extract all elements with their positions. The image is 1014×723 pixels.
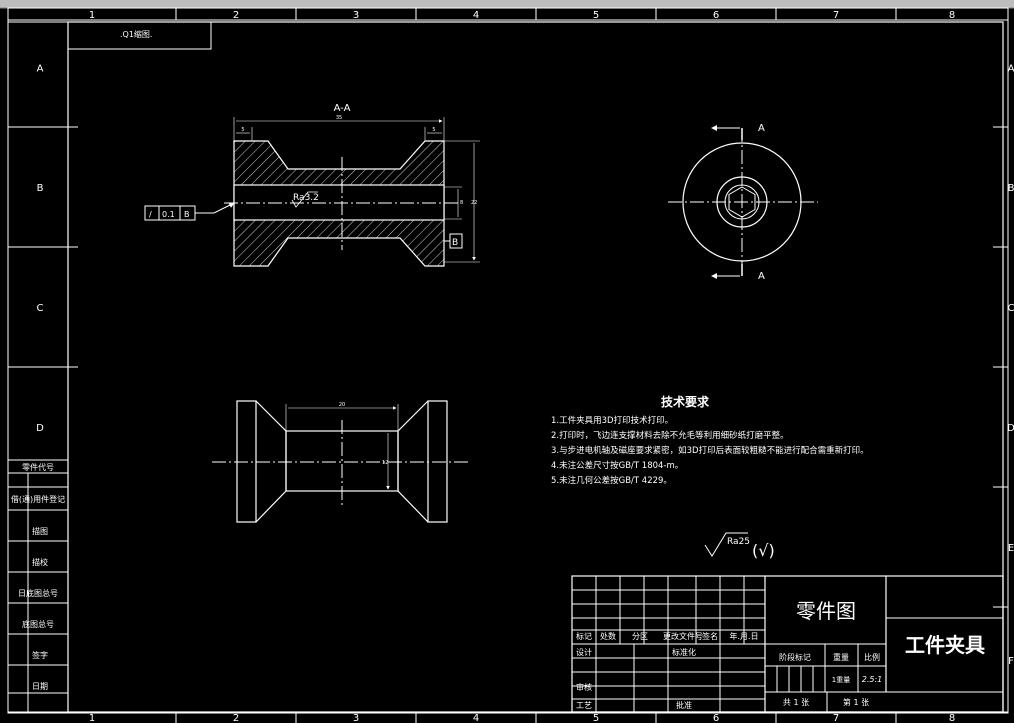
left-zone-letters: A B C D [8,64,78,434]
side-label-signature: 签字 [32,650,48,660]
right-zone-letter: C [1008,303,1014,314]
top-zone-number: 7 [833,10,839,21]
bottom-zone-number: 7 [833,713,839,723]
top-zone-number: 5 [593,10,599,21]
tolerance-symbol: / [149,210,152,219]
end-section-label-bottom: A [758,271,765,282]
tech-item-1: 1.工件夹具用3D打印技术打印。 [551,415,673,426]
datum-label: B [452,238,458,248]
tb-drawing-type: 零件图 [796,599,856,623]
tb-row-design: 设计 [576,647,592,657]
tb-weight: 重量 [833,652,849,662]
right-zone-letter: D [1007,423,1014,434]
section-view[interactable]: A-A 35 5 5 22 8 Ra3.2 B [144,103,480,267]
bottom-dim-width: 20 [339,402,345,408]
tb-weight-value: 1重量 [832,676,850,684]
tb-row-approve: 批准 [676,700,692,710]
overall-roughness-value: Ra25 [727,537,750,547]
tb-scale: 比例 [864,652,880,662]
dim-height: 22 [471,200,477,206]
tb-row-process: 工艺 [576,701,592,710]
outer-frame [7,7,1009,714]
top-zone-numbers: 1 2 3 4 5 6 7 8 [89,8,955,21]
overall-roughness: Ra25 (√) [704,532,775,560]
section-title: A-A [334,103,351,114]
tb-header-count: 处数 [600,631,616,641]
tb-header-date: 年.月.日 [729,631,758,641]
tb-row-review: 审核 [576,682,592,692]
side-label-base-total: 日底图总号 [18,588,58,598]
side-label-trace: 描图 [32,526,48,536]
top-zone-number: 3 [353,10,359,21]
left-zone-letter: B [37,183,44,194]
bottom-view[interactable]: 20 12 [212,400,470,523]
bottom-zone-numbers: 1 2 3 4 5 6 7 8 [8,711,1008,723]
side-label-part-code: 零件代号 [22,462,54,472]
right-zone-letter: A [1008,64,1014,75]
tech-item-4: 4.未注公差尺寸按GB/T 1804-m。 [551,460,683,471]
tb-stage-mark: 阶段标记 [779,652,811,662]
tech-item-5: 5.未注几何公差按GB/T 4229。 [551,475,672,486]
top-zone-number: 4 [473,10,479,21]
top-zone-number: 1 [89,10,95,21]
tb-sheet-no: 第 1 张 [843,697,869,707]
side-label-trace-check: 描校 [32,557,48,567]
roughness-symbol [291,191,318,208]
end-view[interactable]: A A [668,123,818,282]
right-zone-letters: A B C D E F [993,64,1014,667]
title-block: 标记 处数 分区 更改文件号 签名 年.月.日 设计 标准化 审核 工艺 批准 … [571,575,1004,713]
tech-requirements: 技术要求 1.工件夹具用3D打印技术打印。 2.打印时，飞边连支撑材料去除不允毛… [551,394,869,486]
bottom-zone-number: 1 [89,713,95,723]
side-label-date: 日期 [32,682,48,691]
bottom-zone-number: 2 [233,713,239,723]
top-zone-number: 6 [713,10,719,21]
bottom-zone-number: 8 [949,713,955,723]
dim-right: 5 [432,127,435,133]
top-left-box-text: .Q1缩图. [120,29,152,39]
side-label-base-no: 底图总号 [22,619,54,629]
right-zone-letter: F [1008,656,1014,667]
top-zone-number: 2 [233,10,239,21]
overall-roughness-paren: (√) [752,541,775,560]
bottom-zone-number: 4 [473,713,479,723]
side-label-borrow: 借(通)用件登记 [11,494,65,504]
tech-title: 技术要求 [661,394,710,409]
tb-scale-value: 2.5:1 [862,675,883,684]
bottom-zone-number: 3 [353,713,359,723]
tolerance-datum: B [184,210,190,219]
roughness-value: Ra3.2 [293,193,319,203]
left-zone-letter: D [36,423,44,434]
top-strip [0,0,1014,8]
bottom-dim-height: 12 [382,460,388,466]
tb-header-mark: 标记 [576,631,592,641]
tb-header-change-doc: 更改文件号 [663,631,703,641]
tb-part-name: 工件夹具 [905,633,985,657]
right-zone-letter: B [1008,183,1014,194]
inner-frame [67,21,1004,713]
top-left-box [67,21,212,50]
tech-item-3: 3.与步进电机轴及磁座要求紧密，如3D打印后表面较粗糙不能进行配合需重新打印。 [551,445,869,456]
right-zone-letter: E [1008,543,1014,554]
left-zone-letter: A [37,64,44,75]
tb-total-sheets: 共 1 张 [783,698,809,707]
side-column: 零件代号 借(通)用件登记 描图 描校 日底图总号 底图总号 签字 日期 [8,459,68,713]
left-zone-letter: C [37,303,44,314]
top-zone-number: 8 [949,10,955,21]
bottom-zone-number: 6 [713,713,719,723]
end-section-label-top: A [758,123,765,134]
tech-item-2: 2.打印时，飞边连支撑材料去除不允毛等利用细砂纸打磨平整。 [551,430,789,441]
dim-bore: 8 [460,200,463,206]
tb-header-sign: 签名 [702,631,718,641]
dim-total: 35 [336,115,342,121]
tb-row-standard: 标准化 [672,647,696,657]
bottom-zone-number: 5 [593,713,599,723]
dim-left: 5 [241,127,244,133]
tb-header-zone: 分区 [632,632,648,641]
tolerance-value: 0.1 [162,210,175,219]
